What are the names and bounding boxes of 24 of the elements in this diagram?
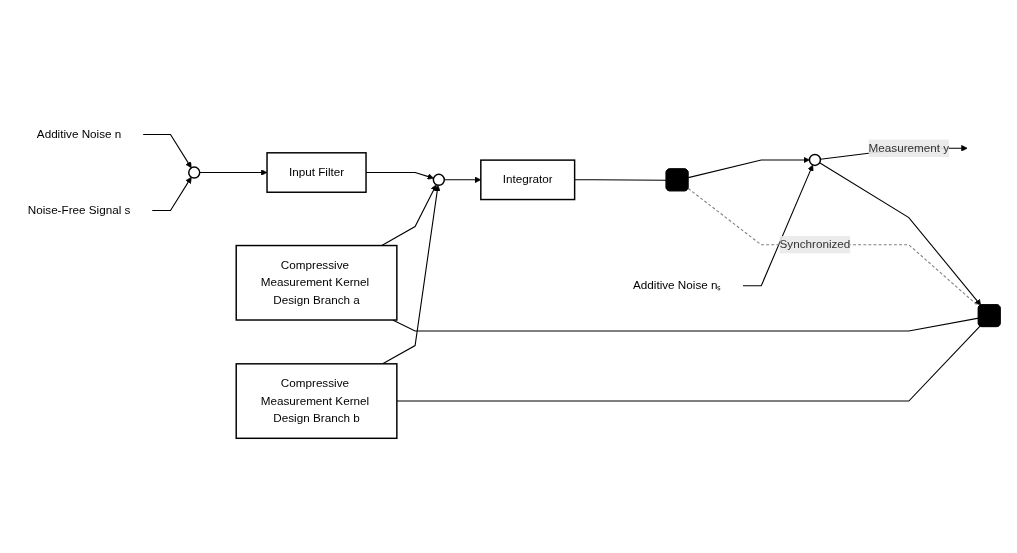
arrow	[742, 164, 814, 287]
connector	[574, 179, 668, 181]
node-text: Additive Noise n	[36, 127, 122, 141]
node-box: Integrator	[480, 159, 576, 201]
arrow	[687, 156, 810, 179]
arrow	[819, 162, 982, 306]
arrow	[381, 184, 437, 246]
arrow	[382, 184, 441, 365]
arrow	[151, 176, 192, 211]
node-box: Compressive Measurement Kernel Design Branch b	[235, 363, 398, 439]
edge-label: Synchronized	[779, 238, 851, 251]
node-circle	[188, 166, 201, 179]
edge-label: Measurement y	[868, 141, 950, 155]
arrow	[199, 169, 268, 176]
node-text: Additive Noise nₛ	[633, 279, 722, 292]
connector	[687, 187, 980, 308]
connector	[396, 325, 981, 402]
node-text: Noise-Free Signal s	[27, 203, 131, 217]
connector	[392, 317, 980, 332]
node-box: Compressive Measurement Kernel Design Branch a	[235, 244, 398, 321]
node-box: Input Filter	[266, 152, 367, 193]
node-circle	[808, 153, 822, 167]
arrow	[142, 133, 192, 169]
node-circle	[432, 173, 446, 186]
